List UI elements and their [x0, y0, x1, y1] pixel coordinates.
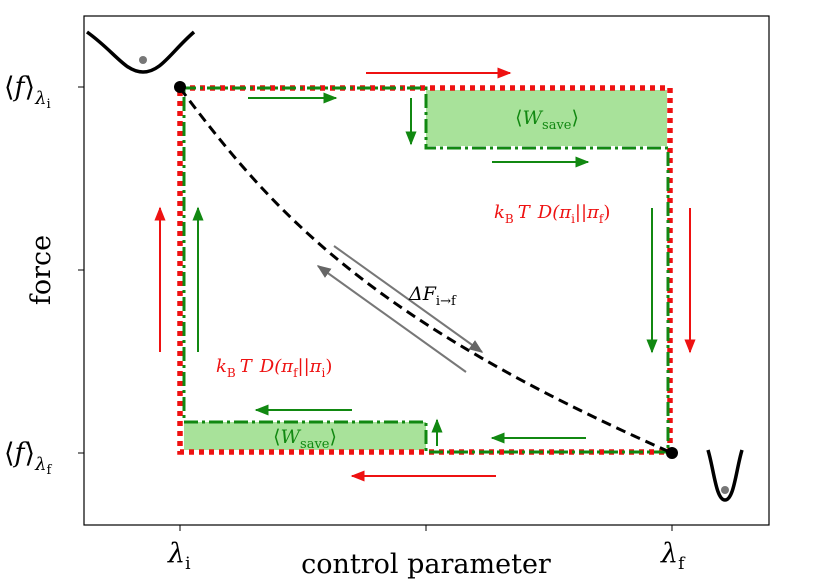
start-point: [174, 81, 186, 93]
w-save-label-top: ⟨Wsave⟩: [515, 107, 579, 133]
narrow-well-icon: [706, 449, 744, 502]
wide-well-icon: [85, 30, 196, 74]
y-tick-label-fi: ⟨f⟩λi: [4, 72, 51, 112]
w-save-label-bottom: ⟨Wsave⟩: [273, 426, 337, 452]
w-save-region-top: [426, 90, 667, 146]
x-tick-label-li: λi: [167, 538, 191, 574]
delta-f-label: ΔFi→f: [408, 283, 457, 309]
free-energy-curve: [178, 87, 673, 455]
w-save-region-bottom: [184, 422, 426, 450]
wide-well-particle: [139, 56, 147, 64]
y-axis-label: force: [26, 235, 57, 305]
narrow-well-particle: [721, 486, 729, 494]
x-axis-label: control parameter: [301, 549, 551, 580]
gray-arrow-down: [333, 245, 484, 353]
x-tick-label-lf: λf: [660, 538, 686, 574]
end-point: [666, 447, 678, 459]
y-tick-label-ff: ⟨f⟩λf: [4, 438, 53, 478]
gray-arrow-up: [316, 265, 467, 373]
